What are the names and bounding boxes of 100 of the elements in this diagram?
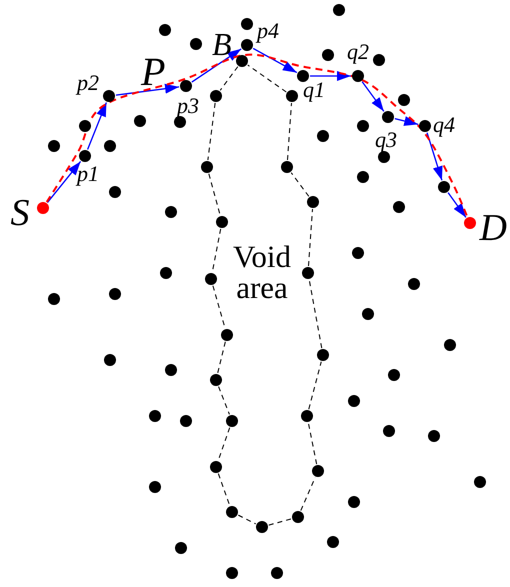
node-dot: [134, 115, 146, 127]
node-label: p2: [77, 72, 99, 94]
node-dot: [180, 415, 192, 427]
node-dot: [149, 481, 161, 493]
node-dot: [160, 267, 172, 279]
arrow: [87, 102, 107, 150]
dashed-line: [218, 473, 230, 506]
node-dot: [175, 542, 187, 554]
node-label: q4: [433, 114, 455, 136]
node-dot: [174, 116, 186, 128]
node-dot: [357, 120, 369, 132]
node-dot: [104, 140, 116, 152]
node-dot: [210, 90, 222, 102]
node-dot: [383, 425, 395, 437]
node-dot: [201, 161, 213, 173]
dashed-line: [268, 518, 292, 526]
node-dot: [388, 369, 400, 381]
node-dot: [474, 476, 486, 488]
node-label: p1: [77, 163, 99, 185]
node-dot: [48, 140, 60, 152]
arrow: [394, 116, 418, 126]
node-dot: [221, 329, 233, 341]
dashed-line: [308, 279, 322, 349]
node-dot: [165, 206, 177, 218]
arrow: [46, 161, 82, 203]
node-dot: [216, 216, 228, 228]
node-dot: [226, 506, 238, 518]
node-dot: [327, 536, 339, 548]
node-dot: [348, 395, 360, 407]
arrow: [448, 192, 466, 218]
node-dot: [444, 339, 456, 351]
dashed-line: [46, 54, 468, 217]
dashed-line: [308, 208, 313, 267]
dashed-line: [308, 422, 318, 465]
node-dot: [438, 181, 450, 193]
node-dot: [281, 161, 293, 173]
node-dot: [398, 94, 410, 106]
node-dot: [149, 410, 161, 422]
node-dot: [333, 4, 345, 16]
node-dot: [307, 196, 319, 208]
node-label: q3: [375, 129, 397, 151]
node-dot: [165, 364, 177, 376]
node-dot: [159, 24, 171, 36]
dashed-line: [207, 102, 216, 161]
node-dot: [302, 267, 314, 279]
dashed-line: [217, 341, 226, 374]
dashed-line: [308, 361, 322, 410]
dashed-line: [247, 64, 287, 92]
node-dot: [373, 54, 385, 66]
node-dot: [352, 247, 364, 259]
node-label: q2: [347, 41, 369, 63]
node-label: B: [212, 28, 232, 60]
node-dot: [226, 415, 238, 427]
node-dot: [378, 151, 390, 163]
arrow: [426, 132, 443, 180]
arrow: [116, 84, 180, 96]
node-dot: [393, 201, 405, 213]
dashed-line: [238, 514, 256, 524]
node-dot: [317, 130, 329, 142]
node-label: p3: [177, 95, 199, 117]
node-dot: [348, 496, 360, 508]
dashed-line: [287, 102, 292, 161]
node-label: S: [10, 194, 30, 232]
node-dot: [408, 278, 420, 290]
area-label: Void area: [232, 241, 292, 303]
path-label: P: [141, 52, 166, 92]
node-dot: [109, 288, 121, 300]
dashed-line: [220, 66, 238, 91]
dashed-line: [218, 386, 230, 415]
node-dot: [292, 511, 304, 523]
node-dot: [210, 374, 222, 386]
dashed-line: [208, 173, 221, 216]
node-label: q1: [303, 79, 325, 101]
node-dot: [301, 410, 313, 422]
node-dot: [271, 567, 283, 579]
node-dot: [428, 430, 440, 442]
node-dot: [317, 349, 329, 361]
dashed-line: [218, 427, 230, 461]
node-dot: [205, 273, 217, 285]
node-dot: [322, 49, 334, 61]
node-dot: [286, 90, 298, 102]
dashed-line: [300, 476, 316, 512]
arrow: [310, 71, 351, 81]
node-dot: [190, 38, 202, 50]
node-dot: [312, 465, 324, 477]
node-dot: [79, 120, 91, 132]
node-label: D: [480, 209, 507, 247]
node-dot: [48, 293, 60, 305]
arrow: [191, 48, 242, 83]
dashed-line: [290, 172, 310, 197]
node-dot: [241, 18, 253, 30]
node-dot: [256, 521, 268, 533]
node-dot: [104, 354, 116, 366]
node-dot: [362, 308, 374, 320]
node-dot: [109, 186, 121, 198]
arrow: [252, 48, 298, 74]
node-dot: [357, 171, 369, 183]
node-dot: [226, 567, 238, 579]
arrow: [362, 81, 384, 112]
node-label: p4: [257, 20, 279, 42]
